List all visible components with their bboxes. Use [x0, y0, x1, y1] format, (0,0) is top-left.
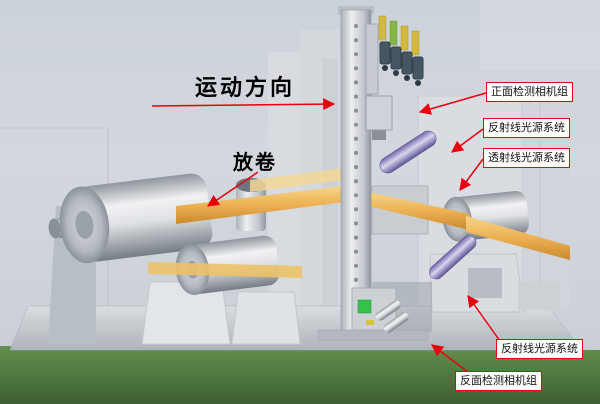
line-light-top	[379, 130, 437, 174]
callout-front-camera-group: 正面检测相机组	[486, 82, 573, 102]
floor	[0, 346, 600, 404]
line-light-bottom	[429, 235, 477, 280]
label-unwind: 放卷	[233, 152, 277, 174]
callout-transmissive-line-light: 透射线光源系统	[483, 148, 570, 168]
cable-chain	[378, 15, 420, 56]
bottom-camera-unit	[317, 287, 429, 341]
motion-direction-arrow	[151, 98, 336, 111]
callout-back-camera-group: 反面检测相机组	[455, 371, 542, 391]
film-web	[148, 168, 570, 278]
unwind-roll-large	[48, 173, 213, 264]
transmit-light-leader	[459, 158, 484, 191]
camera-tower	[338, 6, 393, 336]
front-camera-leader	[418, 92, 487, 115]
reflect-light-top-leader	[451, 128, 484, 153]
top-camera-array	[379, 41, 424, 86]
annotation-leaders	[151, 92, 501, 373]
callout-reflective-line-light-bottom: 反射线光源系统	[496, 339, 583, 359]
back-camera-leader	[431, 344, 469, 373]
unwind-leader	[207, 171, 259, 207]
label-motion-direction: 运动方向	[194, 75, 295, 100]
reflect-light-bottom-leader	[467, 295, 501, 342]
callout-reflective-line-light-top: 反射线光源系统	[483, 118, 570, 138]
